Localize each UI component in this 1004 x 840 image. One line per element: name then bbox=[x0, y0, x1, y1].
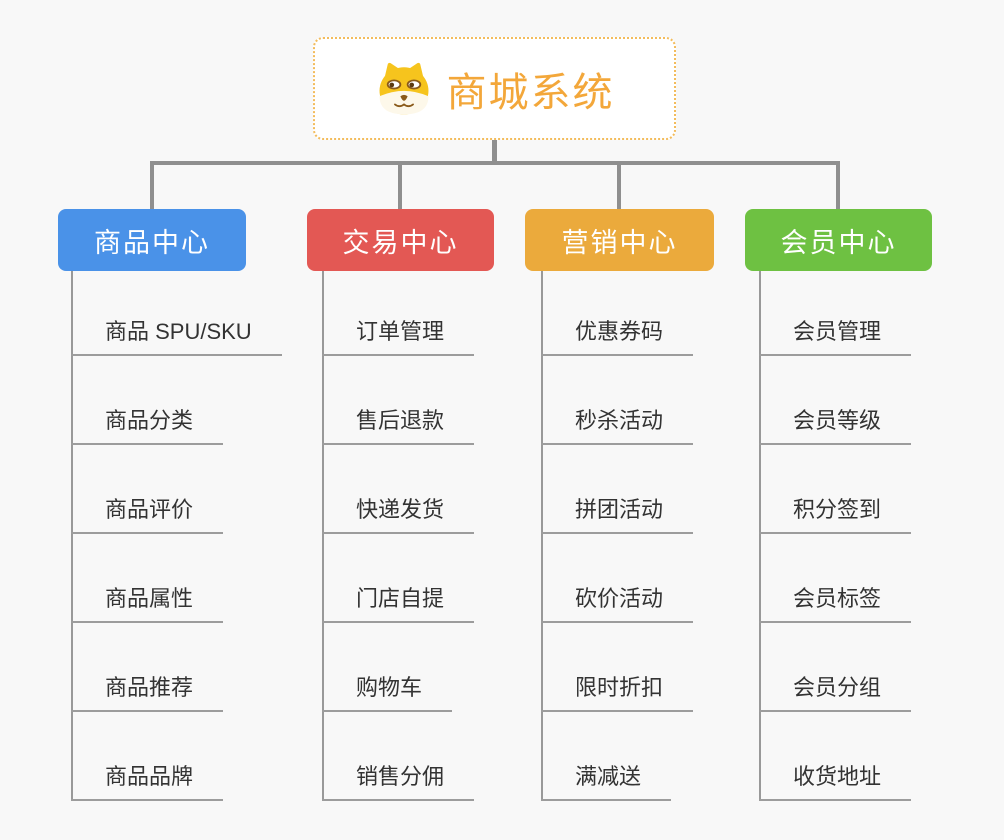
leaf-node[interactable]: 会员管理 bbox=[759, 317, 912, 356]
dog-face-icon bbox=[379, 62, 428, 114]
leaf-node[interactable]: 商品评价 bbox=[71, 495, 224, 534]
branch-label: 营销中心 bbox=[561, 227, 678, 258]
branch-label: 交易中心 bbox=[342, 227, 459, 258]
connector-branch-stub-1 bbox=[150, 161, 154, 209]
leaf-node[interactable]: 商品属性 bbox=[71, 584, 224, 623]
trunk-line-product bbox=[71, 271, 73, 800]
leaf-node[interactable]: 销售分佣 bbox=[322, 762, 475, 801]
leaf-node[interactable]: 商品 SPU/SKU bbox=[71, 317, 282, 356]
branch-node-product-center[interactable]: 商品中心 bbox=[58, 209, 246, 271]
trunk-line-marketing bbox=[541, 271, 543, 800]
leaf-node[interactable]: 快递发货 bbox=[322, 495, 475, 534]
root-node[interactable]: 商城系统 bbox=[313, 37, 676, 140]
leaf-node[interactable]: 砍价活动 bbox=[541, 584, 694, 623]
leaf-node[interactable]: 售后退款 bbox=[322, 406, 475, 445]
leaf-node[interactable]: 秒杀活动 bbox=[541, 406, 694, 445]
leaf-node[interactable]: 优惠券码 bbox=[541, 317, 694, 356]
leaf-node[interactable]: 会员等级 bbox=[759, 406, 912, 445]
branch-node-marketing-center[interactable]: 营销中心 bbox=[525, 209, 714, 271]
connector-horizontal-bus bbox=[150, 161, 840, 165]
root-title: 商城系统 bbox=[446, 70, 615, 115]
leaf-node[interactable]: 限时折扣 bbox=[541, 673, 694, 712]
leaf-node[interactable]: 商品推荐 bbox=[71, 673, 224, 712]
trunk-line-member bbox=[759, 271, 761, 800]
connector-branch-stub-3 bbox=[617, 161, 621, 209]
leaf-node[interactable]: 积分签到 bbox=[759, 495, 912, 534]
connector-branch-stub-2 bbox=[398, 161, 402, 209]
branch-node-trade-center[interactable]: 交易中心 bbox=[307, 209, 494, 271]
leaf-node[interactable]: 收货地址 bbox=[759, 762, 912, 801]
leaf-node[interactable]: 购物车 bbox=[322, 673, 453, 712]
branch-label: 商品中心 bbox=[94, 227, 210, 258]
trunk-line-trade bbox=[322, 271, 324, 800]
connector-branch-stub-4 bbox=[836, 161, 840, 209]
leaf-node[interactable]: 满减送 bbox=[541, 762, 672, 801]
connector-root-stem bbox=[492, 138, 497, 163]
leaf-node[interactable]: 会员标签 bbox=[759, 584, 912, 623]
branch-label: 会员中心 bbox=[780, 227, 897, 258]
leaf-node[interactable]: 商品品牌 bbox=[71, 762, 224, 801]
leaf-node[interactable]: 拼团活动 bbox=[541, 495, 694, 534]
branch-node-member-center[interactable]: 会员中心 bbox=[745, 209, 932, 271]
leaf-node[interactable]: 门店自提 bbox=[322, 584, 475, 623]
leaf-node[interactable]: 会员分组 bbox=[759, 673, 912, 712]
leaf-node[interactable]: 商品分类 bbox=[71, 406, 224, 445]
leaf-node[interactable]: 订单管理 bbox=[322, 317, 475, 356]
